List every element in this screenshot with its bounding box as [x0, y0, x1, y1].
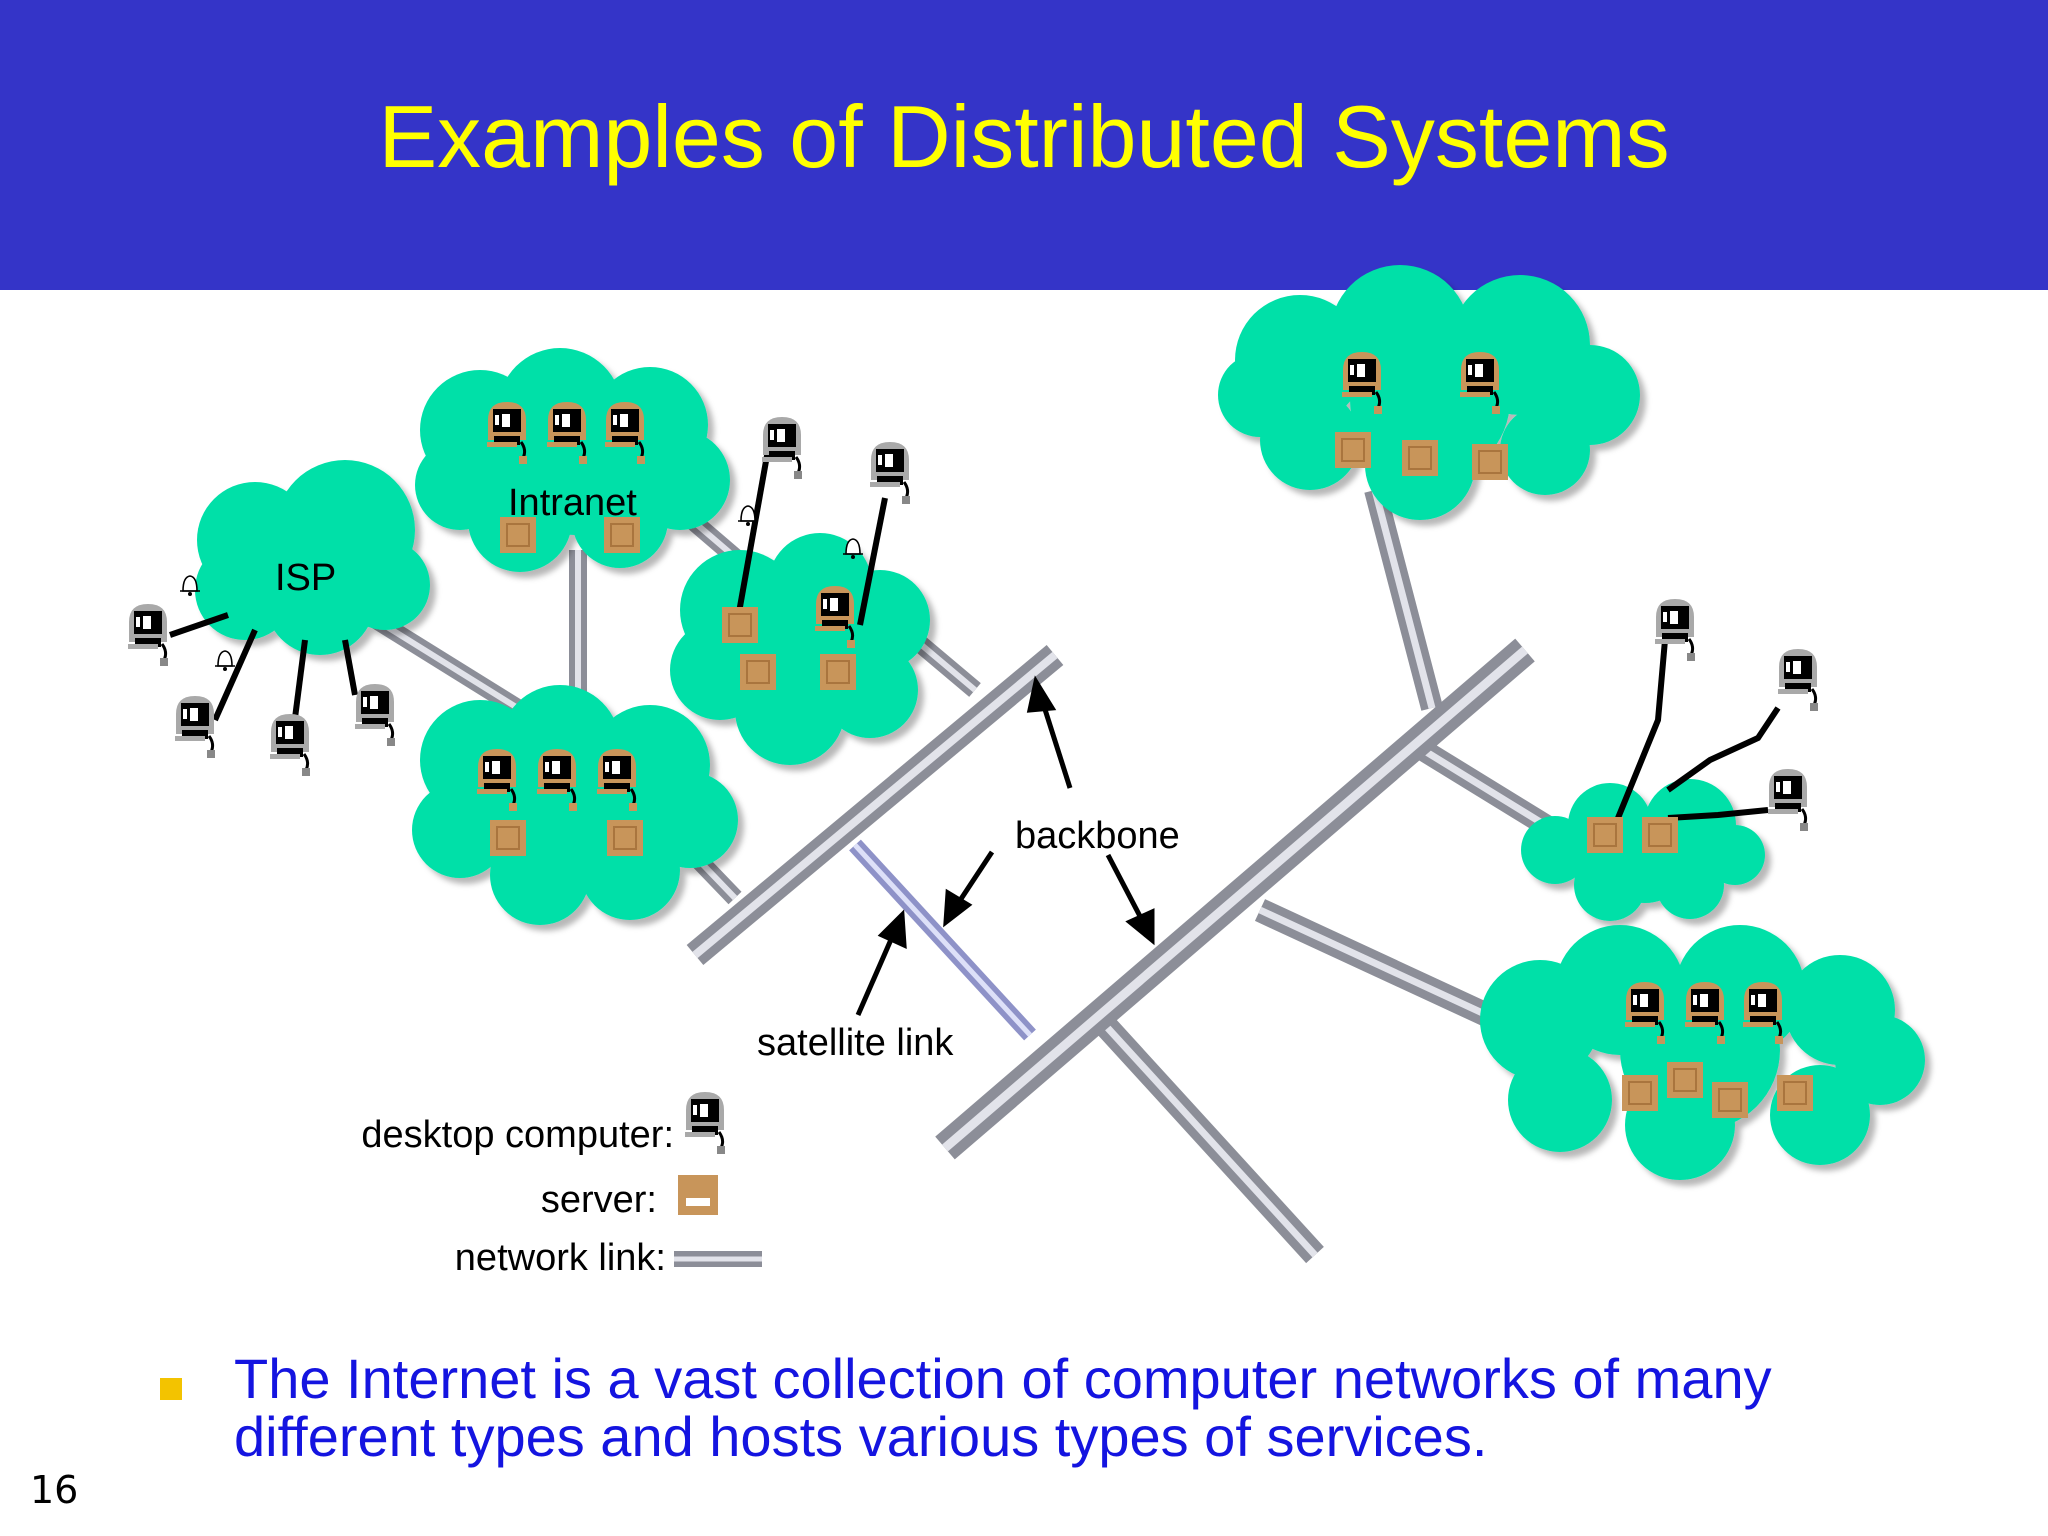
desktop-computer-icon — [173, 694, 217, 760]
server-icon — [678, 1175, 718, 1215]
bullet-marker — [160, 1378, 182, 1400]
server-icon — [1334, 431, 1372, 469]
cloud-intranet — [415, 348, 730, 572]
legend-network-link-label: network link: — [455, 1237, 666, 1279]
bell-icon — [214, 650, 236, 672]
title-bar — [0, 0, 2048, 290]
desktop-computer-icon — [353, 682, 397, 748]
page-number: 16 — [30, 1468, 79, 1512]
server-icon — [739, 653, 777, 691]
backbone-lower-branch — [1096, 1016, 1324, 1264]
satellite-link-line — [849, 839, 1036, 1041]
arrow-icon — [1026, 675, 1073, 789]
cloud-middle — [670, 533, 930, 765]
desktop-computer-icon — [1766, 767, 1810, 833]
server-icon — [1666, 1061, 1704, 1099]
backbone-label: backbone — [1015, 815, 1180, 857]
arrow-icon — [855, 909, 907, 1017]
desktop-computer-icon — [126, 602, 170, 668]
server-icon — [1711, 1081, 1749, 1119]
legend: desktop computer: server: network link: — [361, 1090, 762, 1279]
server-icon — [489, 819, 527, 857]
intranet-label: Intranet — [508, 482, 637, 524]
arrow-icon — [1105, 853, 1155, 946]
cloud-top-right — [1218, 265, 1640, 520]
server-icon — [819, 653, 857, 691]
cloud-bottom-right — [1480, 925, 1925, 1180]
bullet-text: The Internet is a vast collection of com… — [234, 1347, 1772, 1468]
backbone-left — [686, 645, 1064, 965]
desktop-computer-icon — [1776, 647, 1820, 713]
desktop-computer-icon — [868, 440, 912, 506]
link-backbone-topcloud — [1364, 487, 1443, 711]
server-icon — [606, 819, 644, 857]
arrow-icon — [943, 850, 995, 928]
server-icon — [1586, 816, 1624, 854]
server-icon — [721, 606, 759, 644]
isp-label: ISP — [275, 557, 336, 599]
satellite-link-label: satellite link — [757, 1022, 954, 1064]
desktop-computer-icon — [760, 415, 804, 481]
desktop-computer-icon — [268, 712, 312, 778]
server-icon — [1471, 443, 1509, 481]
backbone-right — [935, 638, 1535, 1160]
legend-server-label: server: — [541, 1179, 657, 1221]
legend-desktop-label: desktop computer: — [361, 1114, 674, 1156]
server-icon — [1641, 816, 1679, 854]
page-title: Examples of Distributed Systems — [378, 87, 1670, 186]
server-icon — [1776, 1074, 1814, 1112]
server-icon — [1621, 1074, 1659, 1112]
desktop-computer-icon — [683, 1090, 727, 1156]
arrows — [855, 675, 1155, 1017]
server-icon — [1401, 439, 1439, 477]
link-backbone-smallcloud — [1409, 735, 1556, 838]
client-cables — [169, 449, 1781, 821]
